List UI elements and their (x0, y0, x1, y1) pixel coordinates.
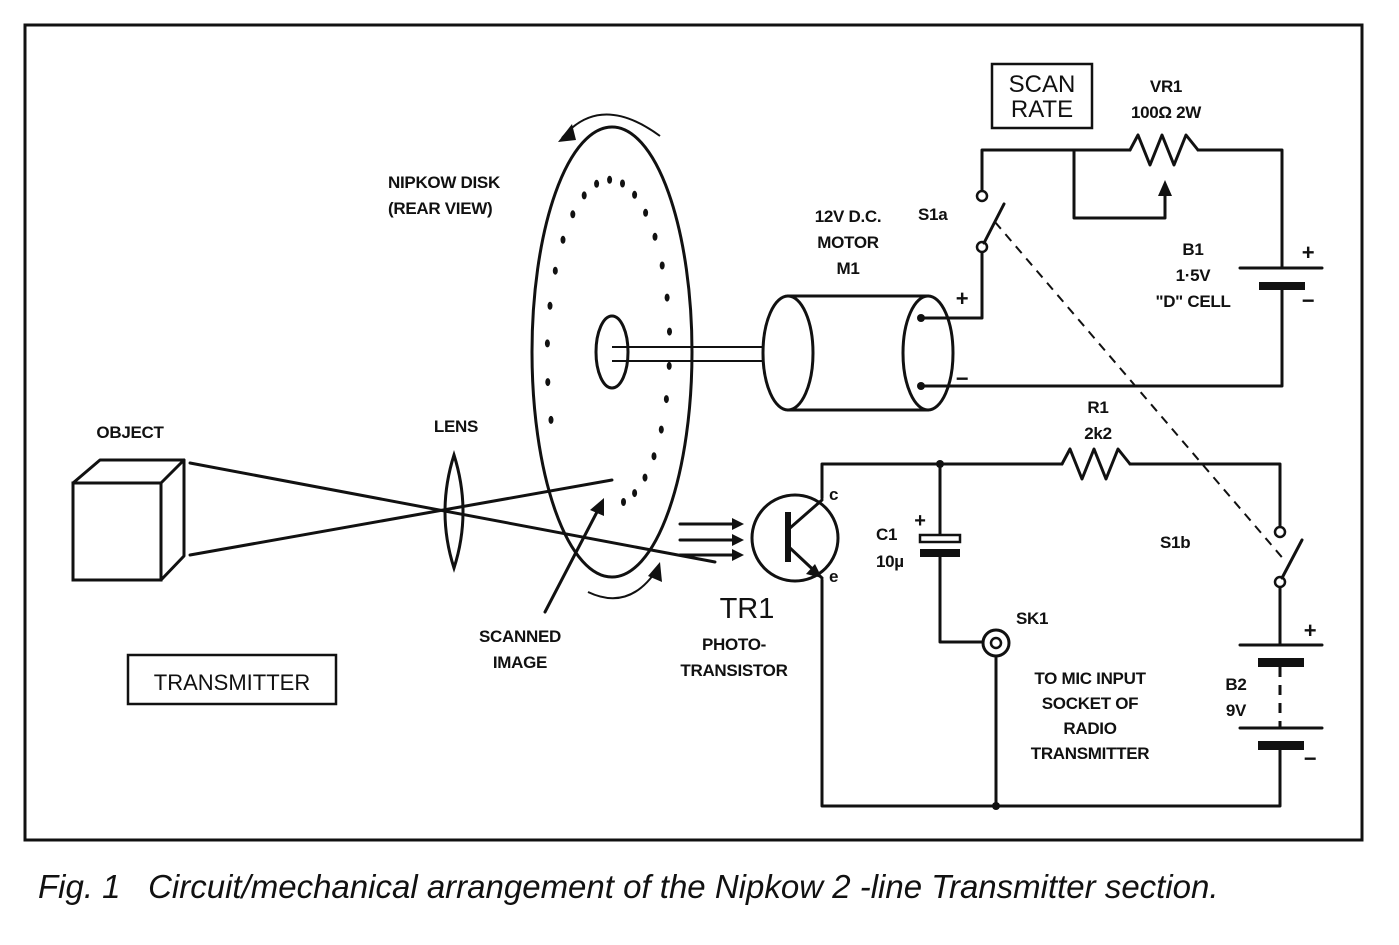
scan-hole (652, 232, 658, 241)
scan-rate-label-2: RATE (1011, 96, 1073, 123)
potentiometer-vr1 (1128, 133, 1200, 196)
resistor-r1 (1060, 447, 1132, 481)
scan-hole (659, 261, 665, 270)
lens-label: LENS (434, 417, 478, 436)
b2-plus: + (1304, 618, 1317, 643)
scan-hole (664, 293, 670, 302)
b2-value: 9V (1226, 701, 1247, 720)
transistor-circuit-wires (820, 460, 1282, 810)
motor-shaft (612, 346, 765, 362)
r1-value: 2k2 (1084, 424, 1111, 443)
b2-name: B2 (1225, 675, 1246, 694)
nipkow-label-1: NIPKOW DISK (388, 173, 501, 192)
motor-label-3: M1 (836, 259, 859, 278)
scan-rate-box (990, 62, 1094, 130)
emitter-label: e (829, 567, 838, 586)
transmitter-box (126, 653, 338, 706)
figure-number: Fig. 1 (38, 868, 121, 905)
motor-minus: − (956, 366, 969, 391)
motor-circuit-wires (919, 148, 1284, 388)
r1-name: R1 (1087, 398, 1108, 417)
transmitter-label: TRANSMITTER (154, 670, 310, 695)
to-mic-label-4: TRANSMITTER (1031, 744, 1150, 763)
s1a-label: S1a (918, 205, 948, 224)
scan-hole (632, 190, 638, 199)
s1b-label: S1b (1160, 533, 1190, 552)
c1-value: 10µ (876, 552, 904, 571)
scan-hole (621, 498, 626, 506)
scan-hole (547, 301, 553, 310)
to-mic-label-3: RADIO (1063, 719, 1116, 738)
scan-hole (632, 489, 638, 498)
nipkow-disk (530, 113, 694, 600)
b1-minus: − (1302, 288, 1315, 313)
socket-sk1 (981, 628, 1011, 658)
light-rays (188, 461, 717, 564)
scan-hole (643, 208, 649, 217)
scan-rate-label-1: SCAN (1009, 71, 1076, 98)
disk-scan-holes (544, 175, 672, 506)
scan-hole (581, 191, 587, 200)
battery-b2 (1238, 643, 1324, 762)
motor-label-2: MOTOR (817, 233, 878, 252)
vr1-label: VR1 (1150, 77, 1182, 96)
scan-hole (545, 378, 551, 387)
nipkow-label-2: (REAR VIEW) (388, 199, 492, 218)
nipkow-transmitter-diagram: SCAN RATE VR1 100Ω 2W NIPKOW DISK (REAR … (23, 23, 1364, 842)
b1-name: B1 (1182, 240, 1203, 259)
switch-s1a (975, 189, 1006, 254)
figure-caption: Fig. 1 Circuit/mechanical arrangement of… (38, 868, 1219, 906)
switch-s1b (1273, 525, 1304, 589)
scan-hole (651, 452, 657, 461)
scan-hole (667, 327, 672, 336)
c1-plus: + (914, 510, 925, 532)
capacitor-c1 (918, 533, 962, 557)
b1-plus: + (1302, 240, 1315, 265)
to-mic-label-1: TO MIC INPUT (1034, 669, 1146, 688)
diagram-frame (23, 23, 1364, 842)
c1-name: C1 (876, 525, 897, 544)
motor-label-1: 12V D.C. (815, 207, 882, 226)
object-cube (71, 458, 186, 582)
phototransistor-tr1 (750, 493, 840, 583)
scan-hole (560, 235, 566, 244)
scan-hole (594, 179, 600, 188)
scan-hole (552, 266, 558, 275)
rotation-arrowhead-top (558, 124, 576, 142)
collector-label: c (829, 485, 838, 504)
photo-label-1: PHOTO- (702, 635, 766, 654)
object-label: OBJECT (96, 423, 164, 442)
scan-hole (570, 210, 576, 219)
scanned-image-pointer (543, 498, 604, 614)
photo-label-2: TRANSISTOR (680, 661, 787, 680)
sk1-label: SK1 (1016, 609, 1048, 628)
scan-hole (620, 179, 625, 188)
scan-hole (548, 415, 554, 424)
scanned-label-2: IMAGE (493, 653, 547, 672)
scan-hole (642, 473, 648, 482)
tr1-label: TR1 (720, 593, 775, 625)
b1-value: 1·5V (1176, 266, 1212, 285)
ganged-switch-link (994, 221, 1287, 563)
motor-m1 (761, 294, 955, 412)
motor-plus: + (956, 286, 969, 311)
to-mic-label-2: SOCKET OF (1042, 694, 1138, 713)
scan-hole (544, 339, 550, 348)
disk-hub (594, 314, 630, 390)
scan-hole (607, 175, 613, 184)
scan-hole (663, 395, 669, 404)
rotation-arrowhead-bottom (648, 562, 662, 582)
scan-hole (666, 361, 672, 370)
vr1-value: 100Ω 2W (1131, 103, 1202, 122)
scanned-label-1: SCANNED (479, 627, 561, 646)
scan-hole (658, 425, 664, 434)
light-arrows (678, 518, 744, 561)
battery-b1 (1238, 266, 1324, 290)
b1-type: "D" CELL (1155, 292, 1230, 311)
figure-caption-text: Circuit/mechanical arrangement of the Ni… (148, 868, 1219, 905)
b2-minus: − (1304, 746, 1317, 771)
